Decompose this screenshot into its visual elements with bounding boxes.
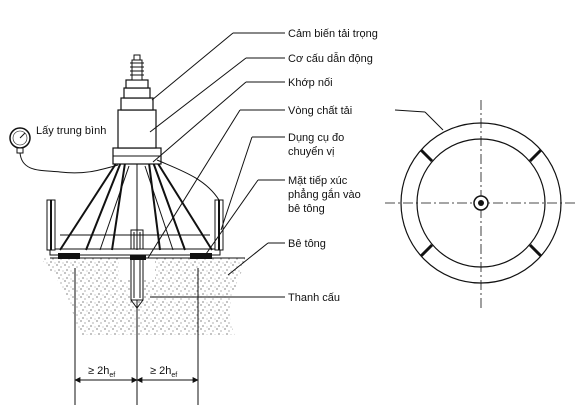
load-sensor-body xyxy=(125,79,149,89)
load-column xyxy=(112,54,162,165)
label-contact-surface-1: Mặt tiếp xúc xyxy=(288,175,348,187)
sensor-cable xyxy=(156,159,220,201)
right-foot xyxy=(190,253,212,259)
label-load-sensor: Cảm biến tải trọng xyxy=(288,28,378,40)
coupling-body xyxy=(120,97,154,111)
label-displacement-tool-2: chuyển vị xyxy=(288,146,334,158)
center-contact xyxy=(130,255,146,260)
drive-mechanism-body xyxy=(117,109,157,149)
side-posts xyxy=(46,199,224,251)
dim-right-label: ≥ 2hef xyxy=(150,365,177,379)
dim-left-main: ≥ 2h xyxy=(88,365,109,377)
base-plate xyxy=(49,234,221,260)
dim-right-sub: ef xyxy=(171,372,177,379)
dimension-lines xyxy=(74,268,199,405)
threaded-top xyxy=(130,54,144,81)
leader-lines xyxy=(147,32,444,298)
dim-left-label: ≥ 2hef xyxy=(88,365,115,379)
label-anchor-rod: Thanh cấu xyxy=(288,292,340,304)
ring-top-view xyxy=(385,100,575,310)
label-gauge-average: Lấy trung bình xyxy=(36,125,106,137)
label-loading-ring: Vòng chất tải xyxy=(288,105,352,117)
label-displacement-tool-1: Dụng cụ đo xyxy=(288,132,344,144)
label-coupling: Khớp nối xyxy=(288,77,333,89)
dim-left-sub: ef xyxy=(109,372,115,379)
ring-pads xyxy=(419,148,543,258)
pressure-gauge xyxy=(9,127,119,174)
left-foot xyxy=(58,253,80,259)
label-concrete: Bê tông xyxy=(288,238,326,250)
outer-ring xyxy=(400,122,562,284)
label-contact-surface-2: phẳng gắn vào xyxy=(288,188,361,201)
label-group: Cảm biến tải trọng Cơ cấu dẫn động Khớp … xyxy=(36,28,378,379)
label-contact-surface-3: bê tông xyxy=(288,203,325,215)
tripod-frame xyxy=(59,161,213,251)
inner-ring xyxy=(416,138,546,268)
dim-right-main: ≥ 2h xyxy=(150,365,171,377)
label-drive-mechanism: Cơ cấu dẫn động xyxy=(288,52,373,65)
